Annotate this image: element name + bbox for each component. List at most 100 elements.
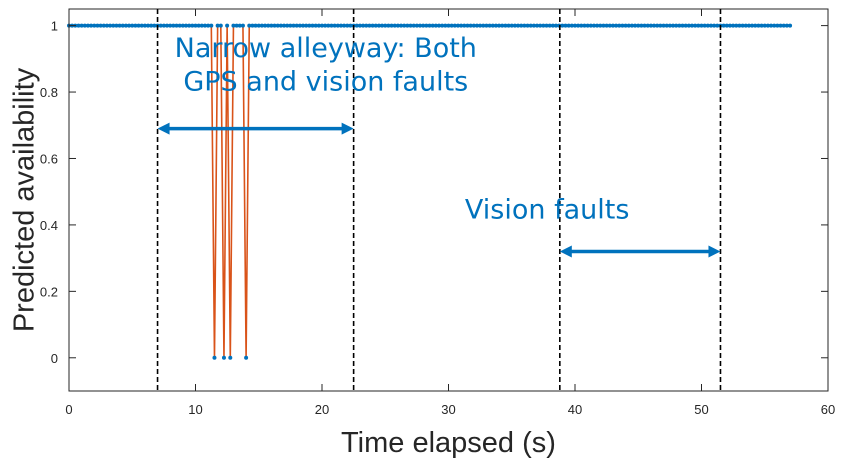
annotation-label: GPS and vision faults [183, 66, 468, 97]
data-point [446, 23, 451, 28]
y-tick-label: 0.2 [40, 284, 58, 299]
data-point [639, 23, 644, 28]
data-point [582, 23, 587, 28]
data-point [617, 23, 622, 28]
data-point [263, 23, 268, 28]
data-point [152, 23, 157, 28]
data-point [522, 23, 527, 28]
data-point [712, 23, 717, 28]
data-point [294, 23, 299, 28]
data-point [142, 23, 147, 28]
data-point [620, 23, 625, 28]
data-point [512, 23, 517, 28]
data-point [727, 23, 732, 28]
data-point [85, 23, 90, 28]
data-point [231, 23, 236, 28]
data-point [266, 23, 271, 28]
data-point [588, 23, 593, 28]
data-point [373, 23, 378, 28]
data-point [772, 23, 777, 28]
data-point [307, 23, 312, 28]
data-point [569, 23, 574, 28]
data-point [199, 23, 204, 28]
data-point [655, 23, 660, 28]
data-point [310, 23, 315, 28]
data-point [642, 23, 647, 28]
data-point [474, 23, 479, 28]
x-tick-label: 30 [441, 402, 455, 417]
y-tick-label: 0.4 [40, 218, 58, 233]
data-point [734, 23, 739, 28]
data-point [414, 23, 419, 28]
data-point [610, 23, 615, 28]
data-point [408, 23, 413, 28]
data-point [180, 23, 185, 28]
x-tick-label: 10 [188, 402, 202, 417]
data-point [297, 23, 302, 28]
data-point [737, 23, 742, 28]
data-point [301, 23, 306, 28]
data-point [525, 23, 530, 28]
x-tick-label: 0 [65, 402, 72, 417]
data-point [196, 23, 201, 28]
x-tick-label: 60 [821, 402, 835, 417]
data-point [348, 23, 353, 28]
data-point [629, 23, 634, 28]
data-point [146, 23, 151, 28]
data-point [573, 23, 577, 28]
data-point [165, 23, 170, 28]
data-point [357, 23, 362, 28]
data-point [497, 23, 502, 28]
data-point [765, 23, 770, 28]
data-point [332, 23, 337, 28]
data-point [288, 23, 293, 28]
data-point [468, 23, 473, 28]
data-point [427, 23, 432, 28]
data-point [614, 23, 619, 28]
data-point [418, 23, 423, 28]
data-point [285, 23, 290, 28]
data-point [320, 23, 324, 28]
data-point [731, 23, 736, 28]
data-point [237, 23, 242, 28]
data-point [576, 23, 581, 28]
data-point [478, 23, 483, 28]
data-point [759, 23, 764, 28]
data-point [443, 23, 448, 28]
data-point [253, 23, 258, 28]
arrow-head-right [708, 245, 721, 258]
data-point [430, 23, 435, 28]
data-point [544, 23, 549, 28]
data-point [490, 23, 495, 28]
plot-layer [67, 23, 793, 360]
data-point [702, 23, 707, 28]
data-point [335, 23, 340, 28]
arrow-head-right [341, 122, 354, 135]
data-point [282, 23, 287, 28]
annotation-label: Vision faults [465, 194, 629, 225]
data-point [240, 23, 245, 28]
data-point [161, 23, 166, 28]
data-point [471, 23, 476, 28]
annotation-label: Narrow alleyway: Both [175, 33, 477, 64]
data-point [535, 23, 540, 28]
data-point [104, 23, 109, 28]
data-point [184, 23, 189, 28]
data-point [190, 23, 195, 28]
data-point [225, 23, 230, 28]
data-point [133, 23, 138, 28]
data-point [370, 23, 375, 28]
data-point [244, 355, 249, 360]
data-point [139, 23, 144, 28]
data-point [76, 23, 81, 28]
data-point [519, 23, 524, 28]
arrow-head-left [157, 122, 170, 135]
data-point [560, 23, 565, 28]
data-point [212, 355, 217, 360]
data-point [364, 23, 369, 28]
data-point [256, 23, 261, 28]
data-point [177, 23, 182, 28]
data-point [775, 23, 780, 28]
data-point [595, 23, 600, 28]
